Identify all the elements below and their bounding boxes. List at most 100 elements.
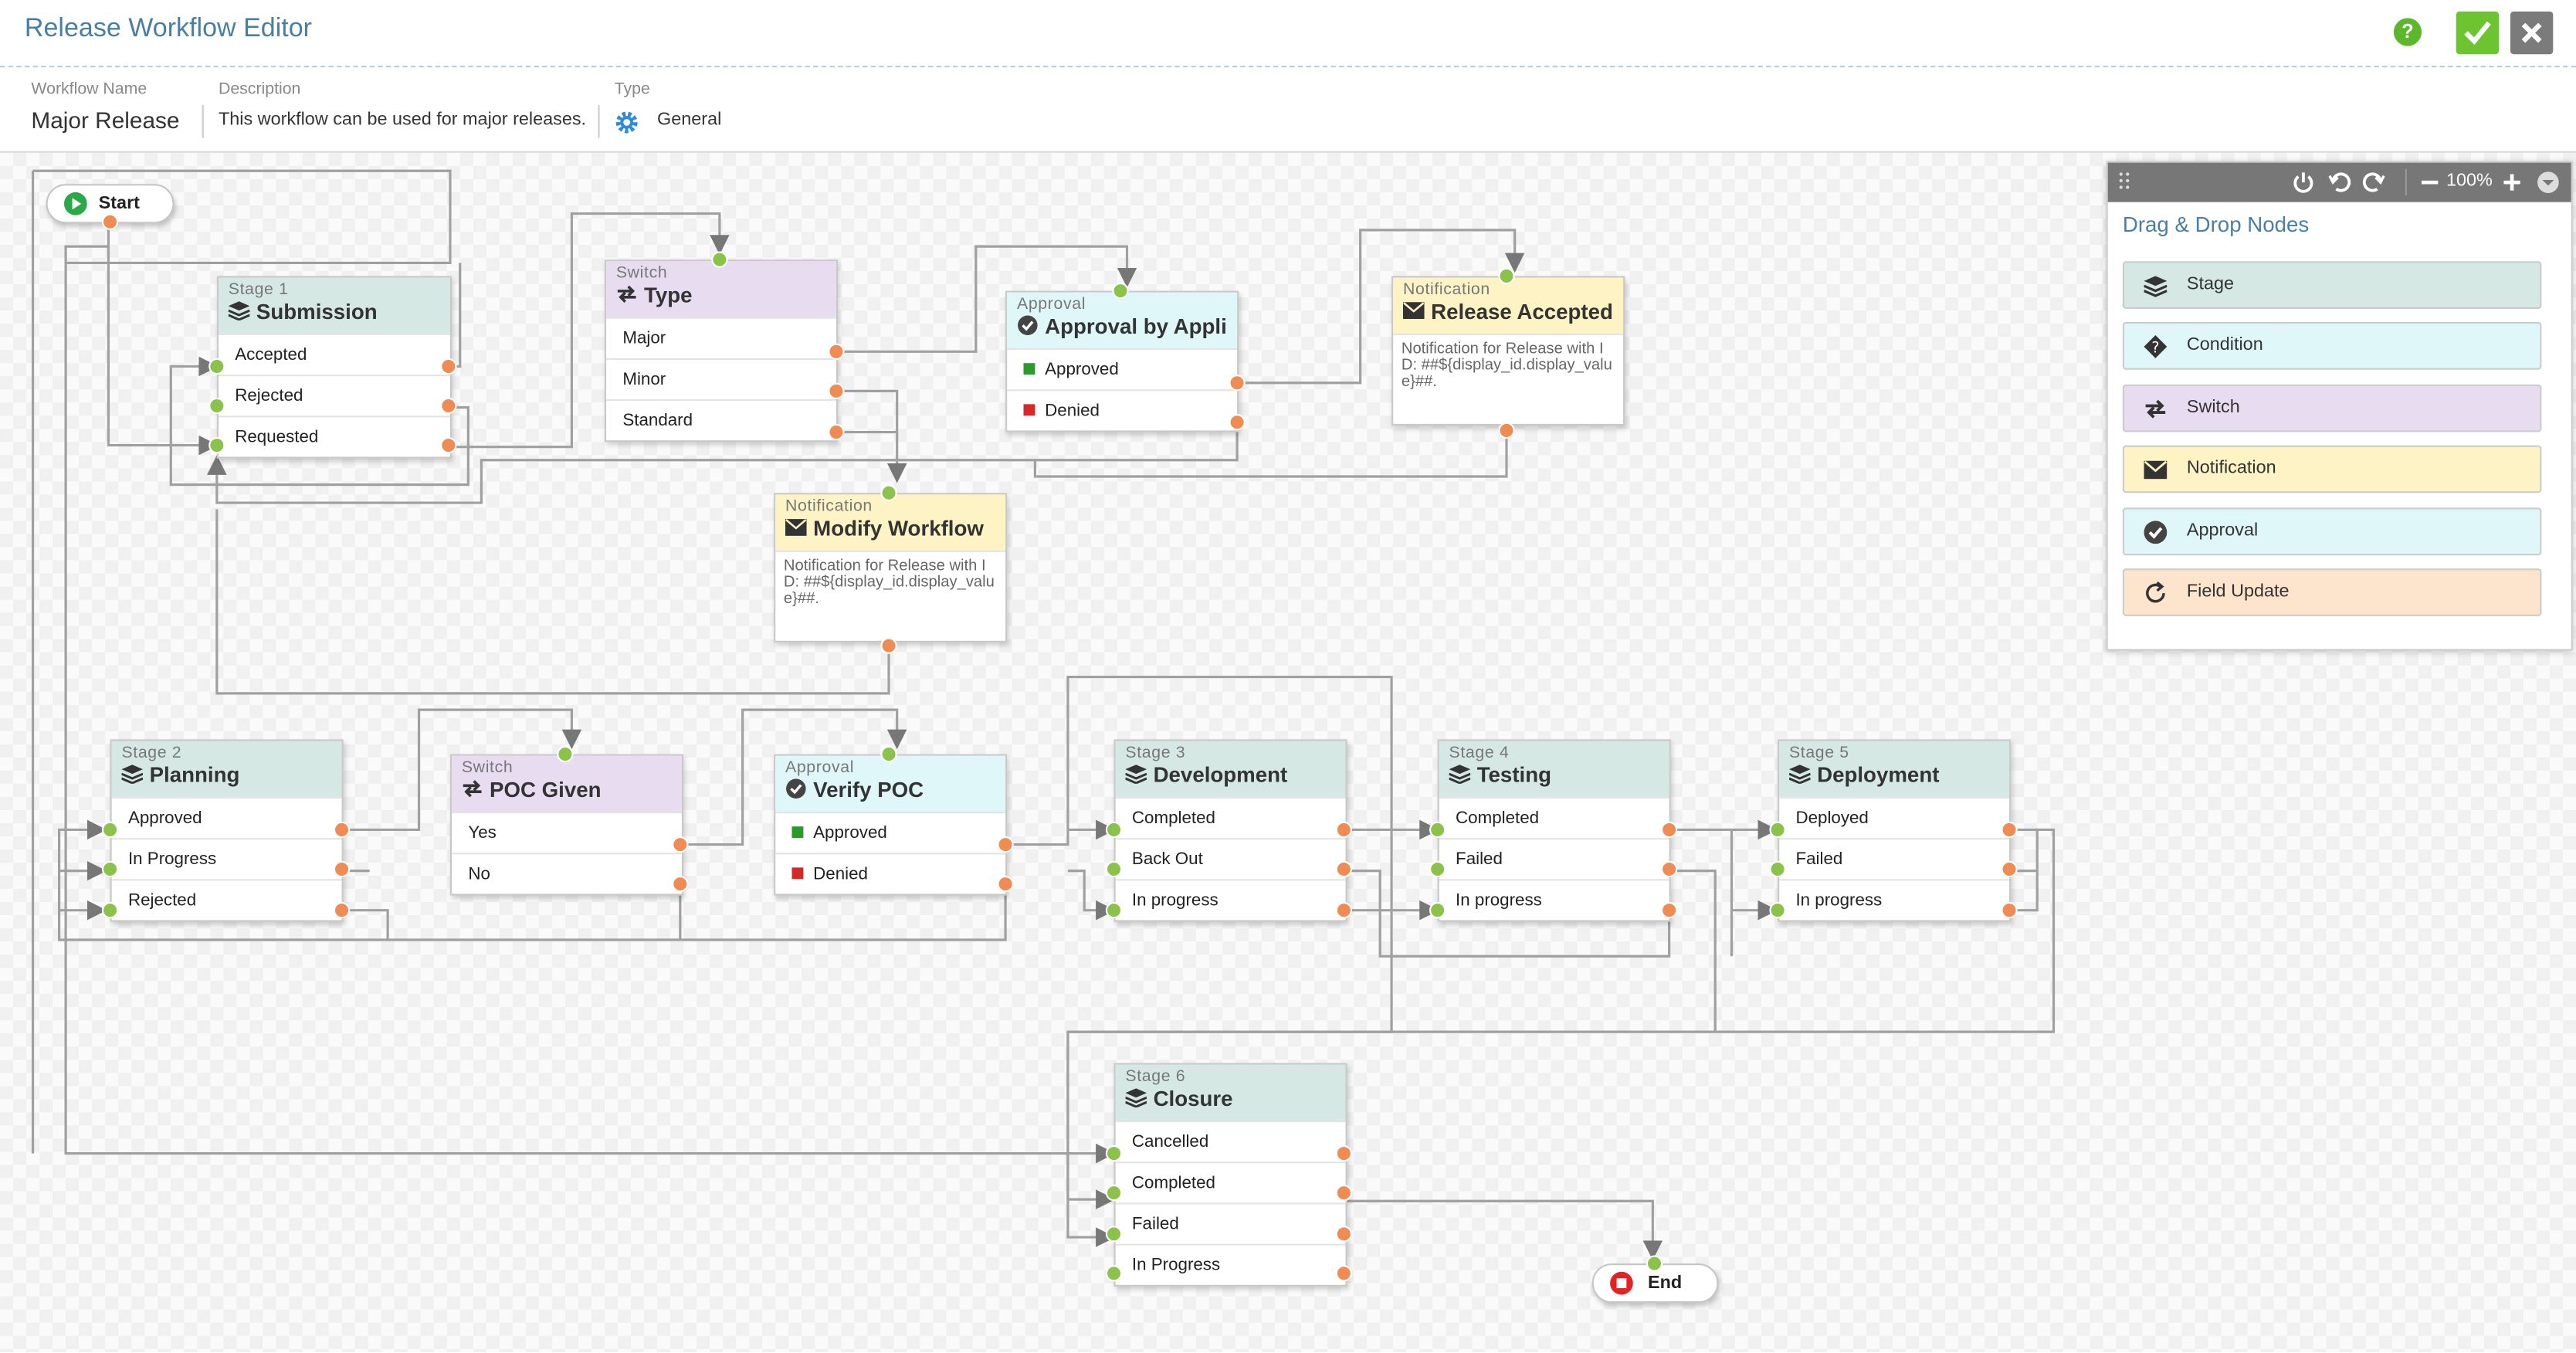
input-port[interactable]: [1646, 1255, 1663, 1272]
input-port[interactable]: [1105, 1144, 1123, 1162]
type-field[interactable]: General: [657, 110, 722, 131]
power-icon[interactable]: [2292, 171, 2315, 194]
input-port[interactable]: [1429, 821, 1446, 839]
output-port[interactable]: [1229, 414, 1246, 431]
output-port[interactable]: [333, 902, 351, 919]
output-port[interactable]: [828, 382, 845, 400]
output-port[interactable]: [997, 876, 1014, 893]
input-port[interactable]: [1769, 902, 1786, 919]
output-port[interactable]: [1229, 375, 1246, 392]
palette-item-field-update[interactable]: Field Update: [2122, 568, 2542, 616]
stage-node-submission[interactable]: Stage 1 Submission Accepted Rejected Req…: [216, 276, 452, 459]
input-port[interactable]: [711, 251, 728, 268]
input-port[interactable]: [208, 397, 225, 415]
switch-node-poc-given[interactable]: Switch POC Given Yes No: [449, 754, 684, 896]
input-port[interactable]: [101, 860, 119, 878]
notification-node-release-accepted[interactable]: Notification Release Accepted Notificati…: [1391, 276, 1625, 426]
output-port[interactable]: [880, 637, 897, 654]
redo-icon[interactable]: [2362, 171, 2385, 194]
start-node[interactable]: Start: [46, 184, 175, 230]
input-port[interactable]: [101, 902, 119, 919]
output-port[interactable]: [672, 876, 689, 893]
input-port[interactable]: [1429, 860, 1446, 878]
input-port[interactable]: [101, 821, 119, 839]
envelope-icon: [2144, 460, 2168, 480]
stage-node-planning[interactable]: Stage 2 Planning Approved In Progress Re…: [110, 739, 344, 922]
output-port[interactable]: [1335, 1144, 1353, 1162]
palette-item-switch[interactable]: Switch: [2122, 384, 2542, 432]
close-button[interactable]: [2510, 11, 2554, 55]
stage-node-development[interactable]: Stage 3 Development Completed Back Out I…: [1113, 739, 1347, 922]
page-title: Release Workflow Editor: [24, 15, 313, 43]
approval-node-verify-poc[interactable]: Approval Verify POC Approved Denied: [774, 754, 1008, 896]
output-port[interactable]: [2001, 860, 2018, 878]
output-port[interactable]: [2001, 902, 2018, 919]
input-port[interactable]: [557, 745, 574, 763]
output-port[interactable]: [997, 836, 1014, 853]
zoom-in-icon[interactable]: [2502, 172, 2522, 192]
stage-node-testing[interactable]: Stage 4 Testing Completed Failed In prog…: [1437, 739, 1671, 922]
input-port[interactable]: [1105, 1184, 1123, 1202]
output-port[interactable]: [333, 860, 351, 878]
output-port[interactable]: [1335, 1184, 1353, 1202]
palette-item-condition[interactable]: ? Condition: [2122, 322, 2542, 370]
zoom-out-icon[interactable]: [2420, 172, 2440, 192]
output-port[interactable]: [1335, 821, 1353, 839]
undo-icon[interactable]: [2328, 171, 2351, 194]
output-port[interactable]: [333, 821, 351, 839]
node-title: Approval by Appli...: [1045, 314, 1228, 339]
input-port[interactable]: [1112, 282, 1129, 300]
output-port[interactable]: [1335, 1226, 1353, 1243]
notification-node-modify-workflow[interactable]: Notification Modify Workflow Notificatio…: [774, 493, 1008, 643]
output-port[interactable]: [1661, 902, 1678, 919]
node-title: Modify Workflow: [813, 516, 984, 541]
drag-handle-icon[interactable]: [2117, 171, 2130, 194]
output-port[interactable]: [440, 436, 457, 454]
input-port[interactable]: [208, 358, 225, 375]
node-description: Notification for Release with ID: ##${di…: [1393, 333, 1624, 424]
input-port[interactable]: [1105, 1226, 1123, 1243]
layers-icon: [1788, 765, 1811, 784]
output-port[interactable]: [1661, 860, 1678, 878]
node-row: Rejected: [111, 879, 342, 920]
input-port[interactable]: [208, 436, 225, 454]
output-port[interactable]: [828, 423, 845, 441]
palette-item-stage[interactable]: Stage: [2122, 261, 2542, 309]
save-button[interactable]: [2456, 11, 2500, 55]
input-port[interactable]: [1769, 860, 1786, 878]
input-port[interactable]: [880, 484, 897, 501]
output-port[interactable]: [1335, 860, 1353, 878]
input-port[interactable]: [1429, 902, 1446, 919]
input-port[interactable]: [1105, 902, 1123, 919]
stage-node-closure[interactable]: Stage 6 Closure Cancelled Completed Fail…: [1113, 1063, 1347, 1287]
output-port[interactable]: [440, 397, 457, 415]
condition-icon: ?: [2144, 335, 2168, 358]
description-field[interactable]: This workflow can be used for major rele…: [218, 110, 587, 131]
output-port[interactable]: [1498, 422, 1515, 439]
input-port[interactable]: [1105, 1265, 1123, 1282]
switch-node-type[interactable]: Switch Type Major Minor Standard: [604, 259, 839, 443]
approval-node-application[interactable]: Approval Approval by Appli... Approved D…: [1005, 290, 1239, 432]
workflow-name-field[interactable]: Major Release: [31, 107, 180, 134]
envelope-icon: [1402, 302, 1425, 319]
output-port[interactable]: [440, 358, 457, 375]
output-port[interactable]: [672, 836, 689, 853]
node-row: Denied: [1007, 389, 1238, 430]
output-port[interactable]: [101, 213, 119, 230]
input-port[interactable]: [1105, 860, 1123, 878]
chevron-down-icon[interactable]: [2537, 171, 2560, 194]
output-port[interactable]: [2001, 821, 2018, 839]
output-port[interactable]: [1661, 821, 1678, 839]
input-port[interactable]: [880, 745, 897, 763]
stage-node-deployment[interactable]: Stage 5 Deployment Deployed Failed In pr…: [1778, 739, 2012, 922]
input-port[interactable]: [1769, 821, 1786, 839]
output-port[interactable]: [1335, 902, 1353, 919]
output-port[interactable]: [1335, 1265, 1353, 1282]
palette-item-notification[interactable]: Notification: [2122, 445, 2542, 493]
output-port[interactable]: [828, 343, 845, 360]
input-port[interactable]: [1498, 267, 1515, 285]
palette-item-approval[interactable]: Approval: [2122, 507, 2542, 556]
help-icon[interactable]: ?: [2393, 18, 2422, 46]
input-port[interactable]: [1105, 821, 1123, 839]
end-node[interactable]: End: [1591, 1255, 1719, 1304]
